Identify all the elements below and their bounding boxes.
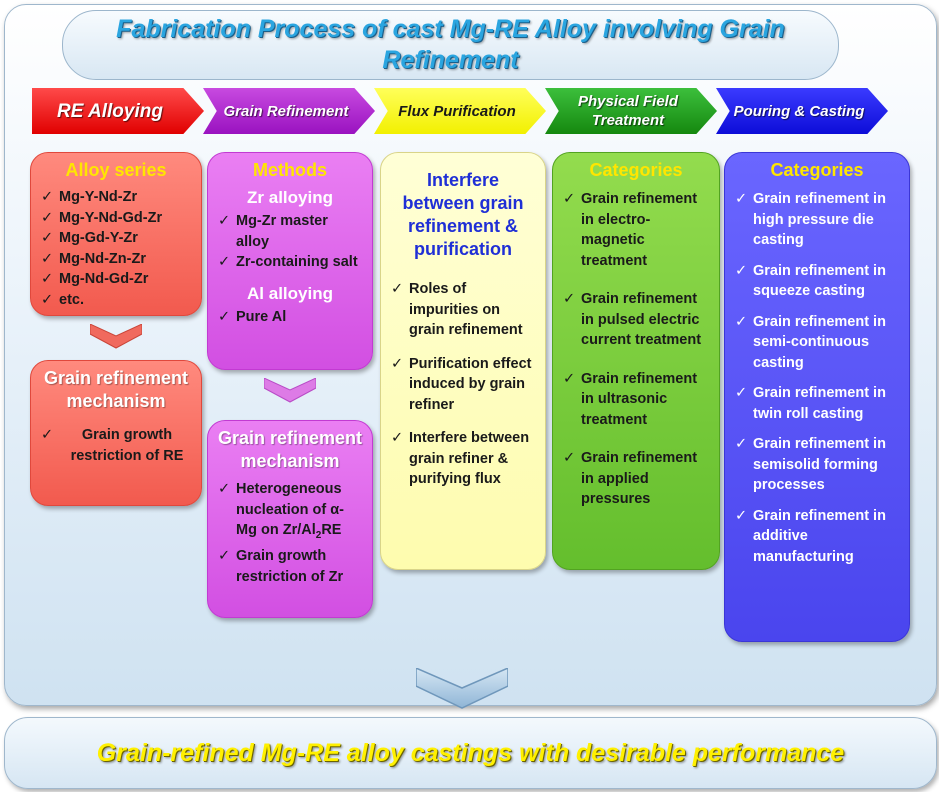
check-icon: ✓	[735, 191, 748, 207]
check-icon: ✓	[391, 355, 404, 372]
check-icon: ✓	[735, 507, 748, 524]
zr-alloying-title: Zr alloying	[247, 188, 333, 207]
list-item: ✓Mg-Zr master alloy	[218, 213, 328, 250]
step-flux-purification: Flux Purification	[374, 88, 546, 134]
step-grain-refinement-label: Grain Refinement	[223, 102, 349, 120]
check-icon: ✓	[41, 209, 54, 226]
flux-title: Interfere between grain refinement & pur…	[402, 170, 524, 259]
chevron-down-icon	[90, 324, 142, 349]
list-item: ✓Pure Al	[216, 307, 364, 328]
list-item: ✓Grain refinement in pulsed electric cur…	[563, 291, 702, 348]
check-icon: ✓	[563, 291, 576, 307]
re-mechanism-box: Grain refinement mechanism ✓Grain growth…	[30, 360, 202, 506]
check-icon: ✓	[391, 281, 404, 297]
list-item: ✓Grain refinement in electro-magnetic tr…	[563, 191, 698, 269]
al-alloying-list: ✓Pure Al	[216, 307, 364, 328]
re-mechanism-title: Grain refinement mechanism	[43, 368, 189, 411]
check-icon: ✓	[218, 213, 231, 229]
list-item: ✓Grain growth restriction of RE	[41, 427, 184, 464]
step-physical-field-label: Physical Field Treatment	[577, 93, 679, 129]
list-item: ✓Grain refinement in applied pressures	[563, 450, 698, 507]
pouring-casting-title: Categories	[770, 160, 864, 180]
check-icon: ✓	[563, 450, 576, 466]
list-item: ✓Mg-Y-Nd-Gd-Zr	[39, 208, 193, 229]
check-icon: ✓	[41, 230, 54, 246]
pouring-casting-box: Categories ✓Grain refinement in high pre…	[724, 152, 910, 642]
check-icon: ✓	[41, 291, 54, 308]
list-item: ✓Interfere between grain refiner & purif…	[391, 430, 530, 487]
result-banner: Grain-refined Mg-RE alloy castings with …	[4, 717, 937, 789]
check-icon: ✓	[41, 427, 54, 443]
step-grain-refinement: Grain Refinement	[203, 88, 375, 134]
diagram-title: Fabrication Process of cast Mg-RE Alloy …	[116, 15, 785, 74]
list-item: ✓Grain growth restriction of Zr	[218, 548, 344, 585]
check-icon: ✓	[218, 548, 231, 565]
chevron-down-icon	[416, 668, 508, 709]
step-re-alloying-label: RE Alloying	[57, 100, 163, 122]
step-physical-field: Physical Field Treatment	[545, 88, 717, 134]
list-item: ✓Grain refinement in high pressure die c…	[735, 191, 886, 248]
list-item: ✓Mg-Y-Nd-Zr	[39, 187, 193, 208]
alloy-series-title: Alloy series	[65, 160, 167, 180]
list-item: ✓Mg-Nd-Zn-Zr	[39, 249, 193, 270]
check-icon: ✓	[735, 436, 748, 452]
pouring-casting-list: ✓Grain refinement in high pressure die c…	[733, 189, 901, 567]
check-icon: ✓	[218, 481, 231, 497]
check-icon: ✓	[563, 191, 576, 207]
re-mechanism-list: ✓Grain growth restriction of RE	[39, 425, 193, 466]
check-icon: ✓	[218, 308, 231, 325]
list-item: ✓Grain refinement in semi-continuous cas…	[735, 313, 886, 371]
al-alloying-title: Al alloying	[247, 283, 333, 303]
list-item: ✓Mg-Nd-Gd-Zr	[39, 269, 193, 290]
list-item: ✓Zr-containing salt	[216, 252, 364, 273]
grain-mechanism-title: Grain refinement mechanism	[217, 428, 363, 471]
chevron-down-icon	[264, 378, 316, 403]
alloy-series-box: Alloy series ✓Mg-Y-Nd-Zr ✓Mg-Y-Nd-Gd-Zr …	[30, 152, 202, 316]
list-item: ✓Mg-Gd-Y-Zr	[39, 228, 193, 249]
check-icon: ✓	[391, 430, 404, 446]
list-item: ✓Purification effect induced by grain re…	[391, 355, 532, 413]
title-banner: Fabrication Process of cast Mg-RE Alloy …	[62, 10, 839, 80]
check-icon: ✓	[735, 385, 748, 401]
list-item: ✓Grain refinement in additive manufactur…	[735, 507, 886, 565]
grain-mechanism-box: Grain refinement mechanism ✓Heterogeneou…	[207, 420, 373, 618]
physical-field-list: ✓Grain refinement in electro-magnetic tr…	[561, 189, 711, 510]
methods-box: Methods Zr alloying ✓Mg-Zr master alloy …	[207, 152, 373, 370]
check-icon: ✓	[735, 262, 748, 279]
check-icon: ✓	[41, 271, 54, 287]
list-item: ✓Heterogeneous nucleation of α-Mg on Zr/…	[218, 481, 344, 541]
check-icon: ✓	[218, 254, 231, 270]
list-item: ✓Grain refinement in squeeze casting	[735, 262, 886, 300]
step-pouring-casting-label: Pouring & Casting	[733, 102, 865, 120]
check-icon: ✓	[563, 370, 576, 387]
check-icon: ✓	[41, 250, 54, 267]
result-text: Grain-refined Mg-RE alloy castings with …	[96, 738, 845, 767]
grain-mechanism-list: ✓Heterogeneous nucleation of α-Mg on Zr/…	[216, 479, 364, 587]
flux-list: ✓Roles of impurities on grain refinement…	[389, 279, 537, 490]
check-icon: ✓	[41, 189, 54, 205]
physical-field-box: Categories ✓Grain refinement in electro-…	[552, 152, 720, 570]
list-item: ✓Grain refinement in twin roll casting	[735, 385, 886, 422]
step-pouring-casting: Pouring & Casting	[716, 88, 888, 134]
physical-field-title: Categories	[589, 160, 683, 180]
step-re-alloying: RE Alloying	[32, 88, 204, 134]
check-icon: ✓	[735, 313, 748, 330]
alloy-series-list: ✓Mg-Y-Nd-Zr ✓Mg-Y-Nd-Gd-Zr ✓Mg-Gd-Y-Zr ✓…	[39, 187, 193, 310]
flux-box: Interfere between grain refinement & pur…	[380, 152, 546, 570]
zr-alloying-list: ✓Mg-Zr master alloy ✓Zr-containing salt	[216, 211, 364, 273]
list-item: ✓Grain refinement in ultrasonic treatmen…	[563, 370, 698, 428]
list-item: ✓Grain refinement in semisolid forming p…	[735, 436, 886, 493]
step-flux-purification-label: Flux Purification	[398, 102, 516, 120]
methods-title: Methods	[253, 160, 327, 180]
list-item: ✓Roles of impurities on grain refinement	[391, 281, 523, 338]
list-item: ✓etc.	[39, 290, 193, 311]
